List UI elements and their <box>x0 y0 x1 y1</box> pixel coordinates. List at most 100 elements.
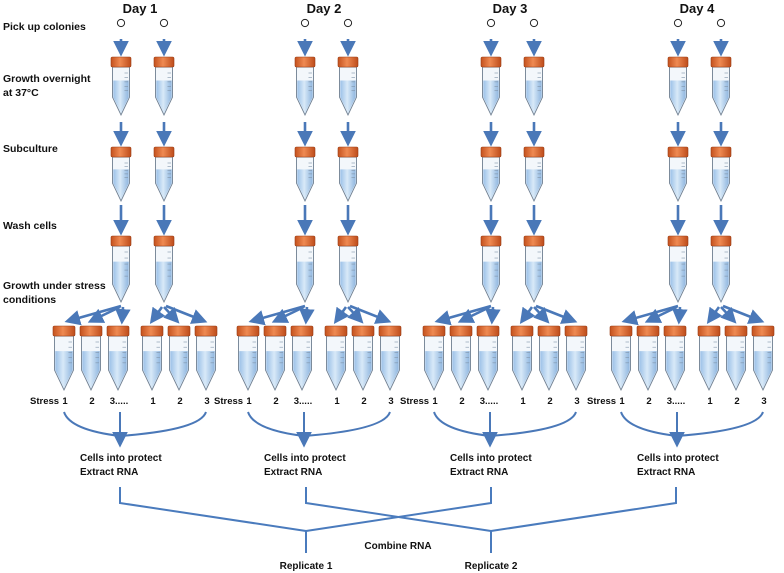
step-stress-label-line1: Growth under stress <box>3 280 106 292</box>
tube-number: 1 <box>432 396 438 407</box>
tube-icon <box>337 146 359 203</box>
tube-icon <box>263 325 287 392</box>
connector-day1 <box>119 487 307 553</box>
day-heading: Day 1 <box>123 1 158 16</box>
step-stress-label-line2: conditions <box>3 294 56 306</box>
tube-icon <box>510 325 534 392</box>
flow-arrow <box>722 304 765 324</box>
tube-icon <box>710 56 732 117</box>
combine-rna-label: Combine RNA <box>364 541 431 552</box>
tube-icon <box>351 325 375 392</box>
tube-number: 2 <box>273 396 278 407</box>
tube-icon <box>710 146 732 203</box>
flow-arrow <box>347 306 364 324</box>
tube-number: 2 <box>459 396 464 407</box>
flow-arrow <box>720 306 737 324</box>
tube-icon <box>110 56 132 117</box>
combine-connectors <box>119 487 677 553</box>
tube-number: 3..... <box>480 396 498 407</box>
tube-number: 2 <box>646 396 651 407</box>
colony-icon <box>486 18 496 28</box>
colony-icon <box>716 18 726 28</box>
tube-icon <box>294 56 316 117</box>
step-growth-label-line2: at 37°C <box>3 87 39 99</box>
tube-number: 1 <box>150 396 156 407</box>
tube-number: 1 <box>246 396 252 407</box>
day-heading: Day 2 <box>307 1 342 16</box>
extract-rna-label: Extract RNA <box>450 467 508 478</box>
stress-label: Stress <box>400 396 429 407</box>
tube-icon <box>236 325 260 392</box>
flow-arrow <box>115 306 131 325</box>
tube-icon <box>449 325 473 392</box>
step-growth-label-line1: Growth overnight <box>3 73 91 85</box>
merge-bracket <box>433 411 577 438</box>
tube-icon <box>564 325 588 392</box>
tube-icon <box>663 325 687 392</box>
flow-arrow <box>485 306 501 325</box>
replicate-1-label: Replicate 1 <box>280 561 333 572</box>
tube-icon <box>523 146 545 203</box>
connector-day4 <box>490 487 677 532</box>
tube-icon <box>710 235 732 304</box>
colony-icon <box>673 18 683 28</box>
tube-icon <box>110 235 132 304</box>
tube-icon <box>140 325 164 392</box>
tube-icon <box>476 325 500 392</box>
flow-arrow <box>333 306 350 324</box>
flow-arrow <box>672 306 688 325</box>
flow-arrow <box>299 306 315 325</box>
colony-icon <box>116 18 126 28</box>
extract-rna-label: Extract RNA <box>80 467 138 478</box>
flow-arrow <box>349 304 392 324</box>
extract-rna-label: Extract RNA <box>637 467 695 478</box>
tube-icon <box>79 325 103 392</box>
tube-icon <box>290 325 314 392</box>
cells-into-protect-label: Cells into protect <box>450 453 532 464</box>
stress-label: Stress <box>587 396 616 407</box>
colony-icon <box>343 18 353 28</box>
tube-icon <box>537 325 561 392</box>
tube-number: 3 <box>574 396 579 407</box>
tube-icon <box>110 146 132 203</box>
tube-icon <box>724 325 748 392</box>
tube-number: 1 <box>619 396 625 407</box>
colony-icon <box>300 18 310 28</box>
tube-number: 2 <box>89 396 94 407</box>
tube-icon <box>523 56 545 117</box>
stress-label: Stress <box>30 396 59 407</box>
tube-icon <box>480 146 502 203</box>
flow-arrow <box>163 306 180 324</box>
tube-icon <box>480 235 502 304</box>
tube-icon <box>324 325 348 392</box>
tube-number: 2 <box>547 396 552 407</box>
tube-icon <box>337 235 359 304</box>
tube-icon <box>294 235 316 304</box>
flow-arrow <box>535 304 578 324</box>
cells-into-protect-label: Cells into protect <box>80 453 162 464</box>
tube-number: 2 <box>177 396 182 407</box>
tube-icon <box>667 56 689 117</box>
tube-number: 1 <box>334 396 340 407</box>
tube-number: 3 <box>761 396 766 407</box>
step-pick-label: Pick up colonies <box>3 21 86 33</box>
tube-number: 1 <box>707 396 713 407</box>
step-subculture-label: Subculture <box>3 143 58 155</box>
tube-number: 2 <box>734 396 739 407</box>
tube-icon <box>480 56 502 117</box>
tube-number: 1 <box>62 396 68 407</box>
day-heading: Day 4 <box>680 1 715 16</box>
colony-icon <box>159 18 169 28</box>
tube-number: 2 <box>361 396 366 407</box>
merge-bracket <box>63 411 207 438</box>
step-wash-label: Wash cells <box>3 220 57 232</box>
tube-icon <box>294 146 316 203</box>
tube-icon <box>52 325 76 392</box>
tube-number: 3 <box>204 396 209 407</box>
tube-number: 3..... <box>294 396 312 407</box>
